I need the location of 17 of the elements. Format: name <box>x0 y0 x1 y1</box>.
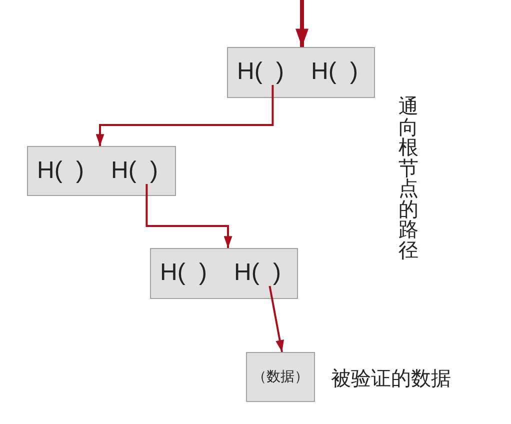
caption-text: 被验证的数据 <box>331 366 451 390</box>
hash-label: H( ) <box>111 158 158 184</box>
arrow <box>146 184 232 248</box>
node-box <box>227 47 375 98</box>
hash-label: H( ) <box>234 260 281 286</box>
arrow <box>96 85 274 146</box>
hash-label: H( ) <box>237 59 284 85</box>
hash-label: H( ) <box>37 158 84 184</box>
node-box <box>150 248 298 299</box>
hash-label: H( ) <box>160 260 207 286</box>
data-label: （数据） <box>252 369 308 385</box>
node-box <box>27 146 176 196</box>
vertical-label: 通向根节点的路径 <box>398 96 419 260</box>
arrow <box>296 0 308 47</box>
data-box <box>246 352 315 402</box>
arrow <box>268 286 284 352</box>
hash-label: H( ) <box>311 59 358 85</box>
